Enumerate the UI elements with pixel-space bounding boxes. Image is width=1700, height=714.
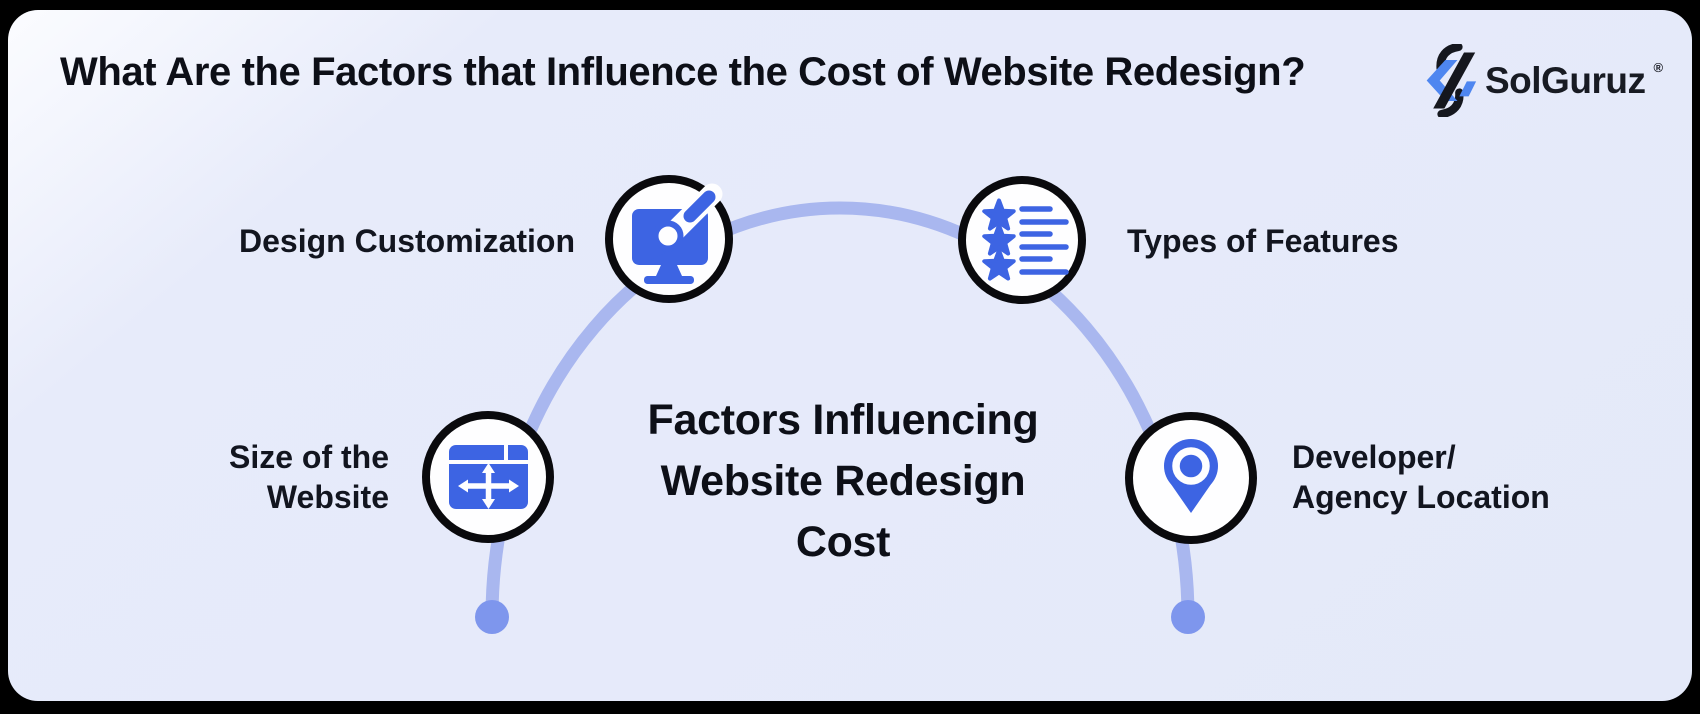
center-title-line3: Cost bbox=[795, 518, 891, 566]
center-title-line2: Website Redesign bbox=[660, 457, 1026, 505]
infographic-card bbox=[8, 10, 1692, 701]
label-dev-line1: Developer/ bbox=[1292, 439, 1456, 475]
solguruz-logo-icon bbox=[1426, 44, 1477, 117]
label-dev-line2: Agency Location bbox=[1292, 479, 1550, 515]
star-list-icon bbox=[982, 198, 1069, 281]
arc-end-dot-left bbox=[475, 600, 509, 634]
dome-arc bbox=[485, 201, 1195, 618]
label-size-line2: Website bbox=[266, 479, 389, 515]
label-size-of-website: Size of the Website bbox=[139, 437, 389, 517]
brand-logo-text: SolGuruz bbox=[1485, 59, 1646, 101]
monitor-paintbrush-icon bbox=[632, 183, 723, 284]
page-title: What Are the Factors that Influence the … bbox=[60, 50, 1306, 94]
label-design-customization: Design Customization bbox=[238, 223, 575, 259]
registered-mark: ® bbox=[1653, 60, 1664, 75]
center-title-line1: Factors Influencing bbox=[647, 396, 1039, 444]
node-circle-types-of-features bbox=[958, 176, 1086, 304]
window-resize-arrows-icon bbox=[449, 445, 528, 509]
arc-end-dot-right bbox=[1171, 600, 1205, 634]
location-pin-icon bbox=[1164, 439, 1218, 513]
label-types-of-features: Types of Features bbox=[1127, 223, 1399, 259]
brand-logo: SolGuruz ® bbox=[1422, 44, 1664, 117]
label-developer-location: Developer/ Agency Location bbox=[1292, 437, 1550, 517]
diagram-center-title: Factors Influencing Website Redesign Cos… bbox=[543, 390, 1143, 573]
label-size-line1: Size of the bbox=[228, 439, 389, 475]
